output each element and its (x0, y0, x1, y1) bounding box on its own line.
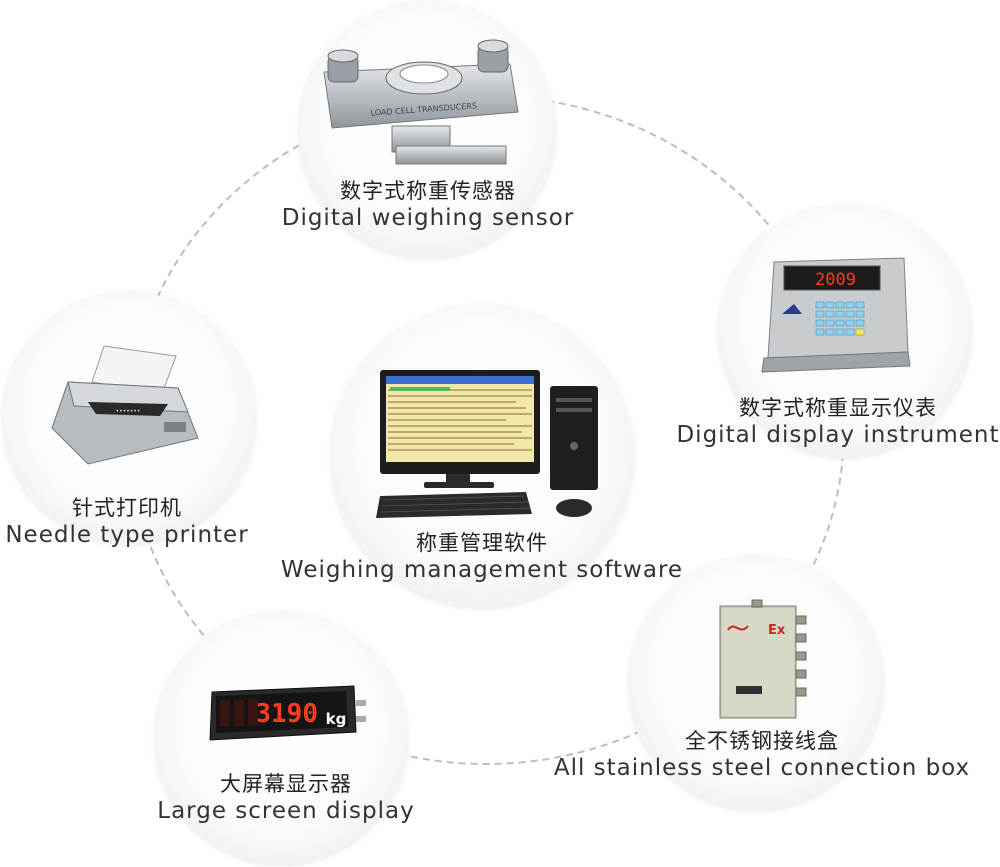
svg-text:•••••••: ••••••• (116, 408, 141, 415)
display-readout: 2009 (815, 270, 856, 290)
large-display-label: 大屏幕显示器 Large screen display (157, 771, 414, 825)
large-screen-image: 3190 kg (209, 685, 366, 741)
connection-box-ex-mark: Ex (768, 623, 786, 638)
printer-label-en: Needle type printer (5, 522, 249, 548)
large-display-label-zh: 大屏幕显示器 (220, 772, 352, 796)
display-instrument-image: 2009 (761, 257, 911, 373)
large-screen-unit: kg (326, 710, 347, 728)
printer-label: 针式打印机 Needle type printer (5, 495, 248, 549)
connection-box-label-zh: 全不锈钢接线盒 (684, 729, 839, 753)
software-label-zh: 称重管理软件 (416, 531, 548, 555)
load-cell-sensor-image: LOAD CELL TRANSDUCERS (323, 39, 519, 165)
display-label-en: Digital display instrument (676, 422, 1000, 448)
display-label-zh: 数字式称重显示仪表 (738, 396, 937, 420)
large-screen-readout: 3190 (255, 699, 318, 729)
sensor-label-en: Digital weighing sensor (281, 205, 575, 231)
large-display-label-en: Large screen display (157, 798, 415, 824)
large-display-bubble (154, 612, 408, 866)
software-label: 称重管理软件 Weighing management software (281, 530, 683, 584)
display-label: 数字式称重显示仪表 Digital display instrument (676, 395, 999, 449)
printer-image: ••••••• (51, 345, 199, 465)
connection-box-image: Ex (719, 599, 807, 719)
software-label-en: Weighing management software (280, 557, 684, 583)
connection-box-label-en: All stainless steel connection box (553, 755, 971, 781)
printer-label-zh: 针式打印机 (71, 496, 182, 520)
connection-box-label: 全不锈钢接线盒 All stainless steel connection b… (554, 728, 970, 782)
sensor-label: 数字式称重传感器 Digital weighing sensor (282, 178, 575, 232)
sensor-label-zh: 数字式称重传感器 (340, 179, 516, 203)
computer-image (376, 370, 598, 518)
